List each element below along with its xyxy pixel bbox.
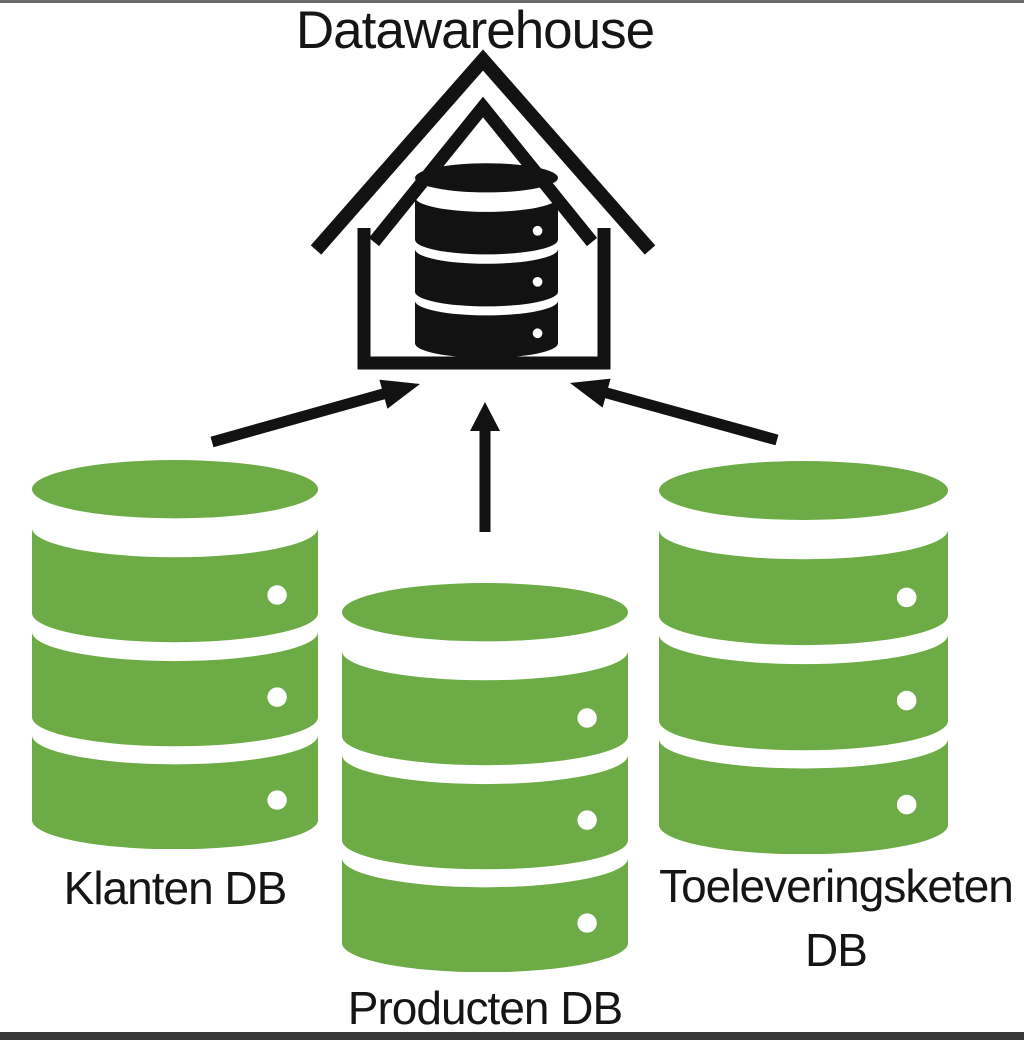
label-toeleveringsketen-db: Toeleveringsketen DB	[659, 860, 1014, 977]
scan-edge-artifact-bottom	[0, 1032, 1024, 1040]
database-icon-producten	[342, 583, 628, 972]
scan-edge-artifact-top	[0, 0, 1024, 3]
arrow-toeleveringsketen-to-warehouse	[570, 378, 779, 446]
database-icon-toeleveringsketen	[659, 461, 948, 854]
database-icon-klanten	[32, 460, 318, 849]
label-producten-db: Producten DB	[347, 982, 623, 1034]
label-klanten-db: Klanten DB	[63, 862, 288, 914]
datawarehouse-house-icon	[310, 49, 656, 370]
diagram-title: Datawarehouse	[295, 1, 655, 60]
house-roof-outer	[310, 49, 656, 255]
arrow-klanten-to-warehouse	[210, 379, 420, 448]
arrow-producten-to-warehouse	[470, 402, 500, 532]
house-roof-inner	[368, 96, 598, 247]
house-walls	[357, 228, 611, 370]
